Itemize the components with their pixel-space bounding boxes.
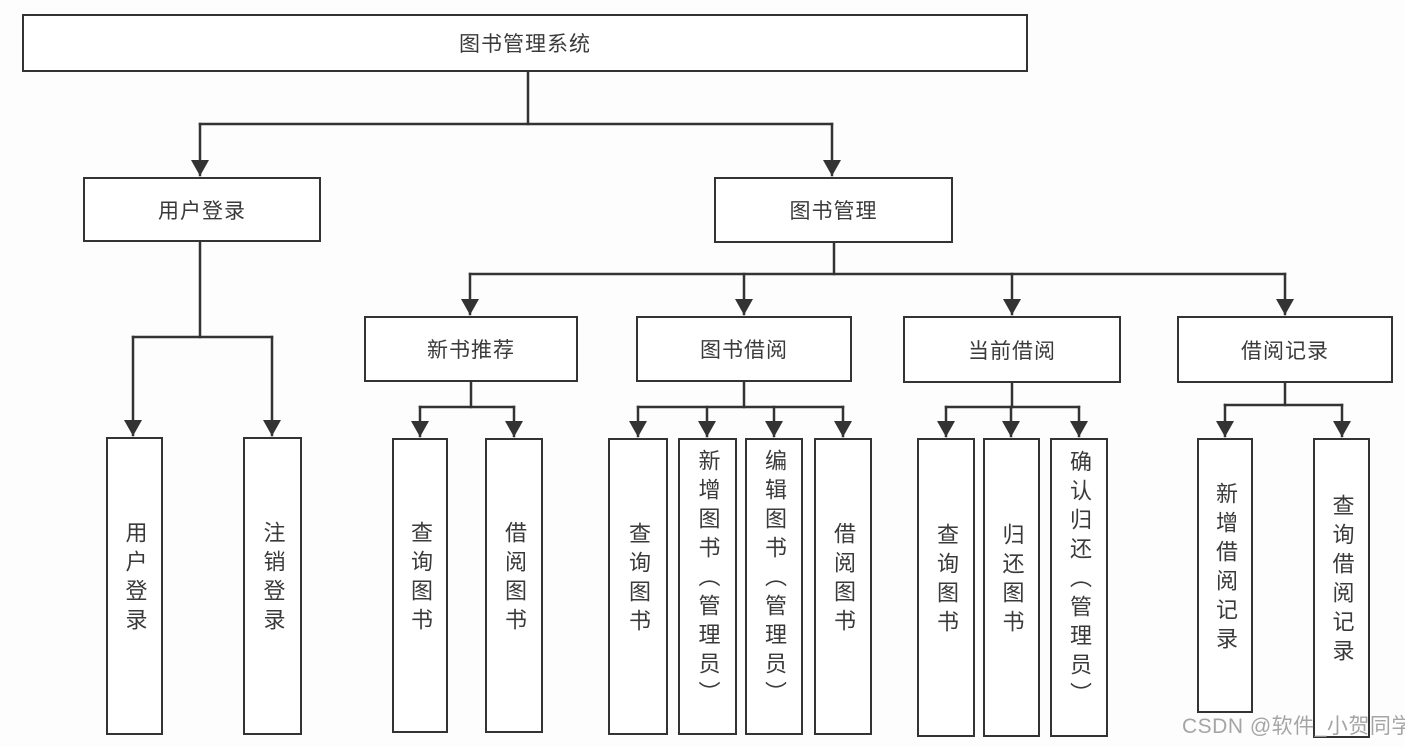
leaf-bb-edit-books-admin: 编辑图书（管理员） (745, 438, 803, 735)
node-book-borrow-label: 图书借阅 (700, 339, 788, 362)
leaf-nbr-borrow-books: 借阅图书 (485, 438, 543, 733)
leaf-nbr-query-books-label: 查询图书 (408, 520, 433, 637)
csdn-watermark: CSDN @软件_小贺同学 (1182, 715, 1405, 738)
leaf-cb-confirm-return-admin: 确认归还（管理员） (1050, 438, 1108, 737)
leaf-bb-borrow-books-label: 借阅图书 (831, 521, 856, 638)
leaf-cb-query-books: 查询图书 (917, 438, 975, 737)
leaf-bb-add-books-admin-label: 新增图书（管理员） (695, 449, 721, 710)
leaf-user-login-label: 用户登录 (122, 521, 148, 637)
node-new-book-recommend-label: 新书推荐 (427, 339, 515, 362)
leaf-bb-query-books-label: 查询图书 (626, 521, 651, 638)
node-user-login-label: 用户登录 (158, 199, 246, 223)
leaf-cb-query-books-label: 查询图书 (934, 522, 959, 639)
leaf-br-query-record-label: 查询借阅记录 (1329, 494, 1355, 668)
node-borrow-records-label: 借阅记录 (1241, 339, 1329, 363)
leaf-br-add-record: 新增借阅记录 (1197, 438, 1253, 713)
leaf-nbr-query-books: 查询图书 (392, 438, 448, 733)
node-book-borrow: 图书借阅 (636, 316, 852, 382)
node-book-management: 图书管理 (714, 177, 953, 243)
leaf-bb-query-books: 查询图书 (608, 438, 668, 735)
node-user-login: 用户登录 (83, 177, 321, 242)
leaf-bb-edit-books-admin-label: 编辑图书（管理员） (762, 449, 787, 710)
leaf-user-login: 用户登录 (106, 437, 163, 735)
node-current-borrow: 当前借阅 (903, 316, 1121, 383)
leaf-bb-borrow-books: 借阅图书 (814, 438, 872, 735)
node-new-book-recommend: 新书推荐 (364, 316, 578, 382)
leaf-logout-label: 注销登录 (260, 521, 286, 637)
leaf-logout: 注销登录 (243, 437, 302, 735)
leaf-bb-add-books-admin: 新增图书（管理员） (678, 438, 737, 735)
leaf-nbr-borrow-books-label: 借阅图书 (502, 520, 527, 637)
leaf-cb-confirm-return-admin-label: 确认归还（管理员） (1067, 450, 1092, 711)
leaf-br-query-record: 查询借阅记录 (1313, 438, 1370, 738)
leaf-cb-return-books: 归还图书 (983, 438, 1040, 737)
node-current-borrow-label: 当前借阅 (968, 339, 1056, 363)
node-book-management-label: 图书管理 (789, 200, 878, 223)
node-borrow-records: 借阅记录 (1177, 316, 1393, 383)
node-system-root-label: 图书管理系统 (459, 33, 591, 56)
leaf-br-add-record-label: 新增借阅记录 (1213, 481, 1238, 656)
leaf-cb-return-books-label: 归还图书 (999, 522, 1025, 639)
node-system-root: 图书管理系统 (22, 14, 1028, 72)
